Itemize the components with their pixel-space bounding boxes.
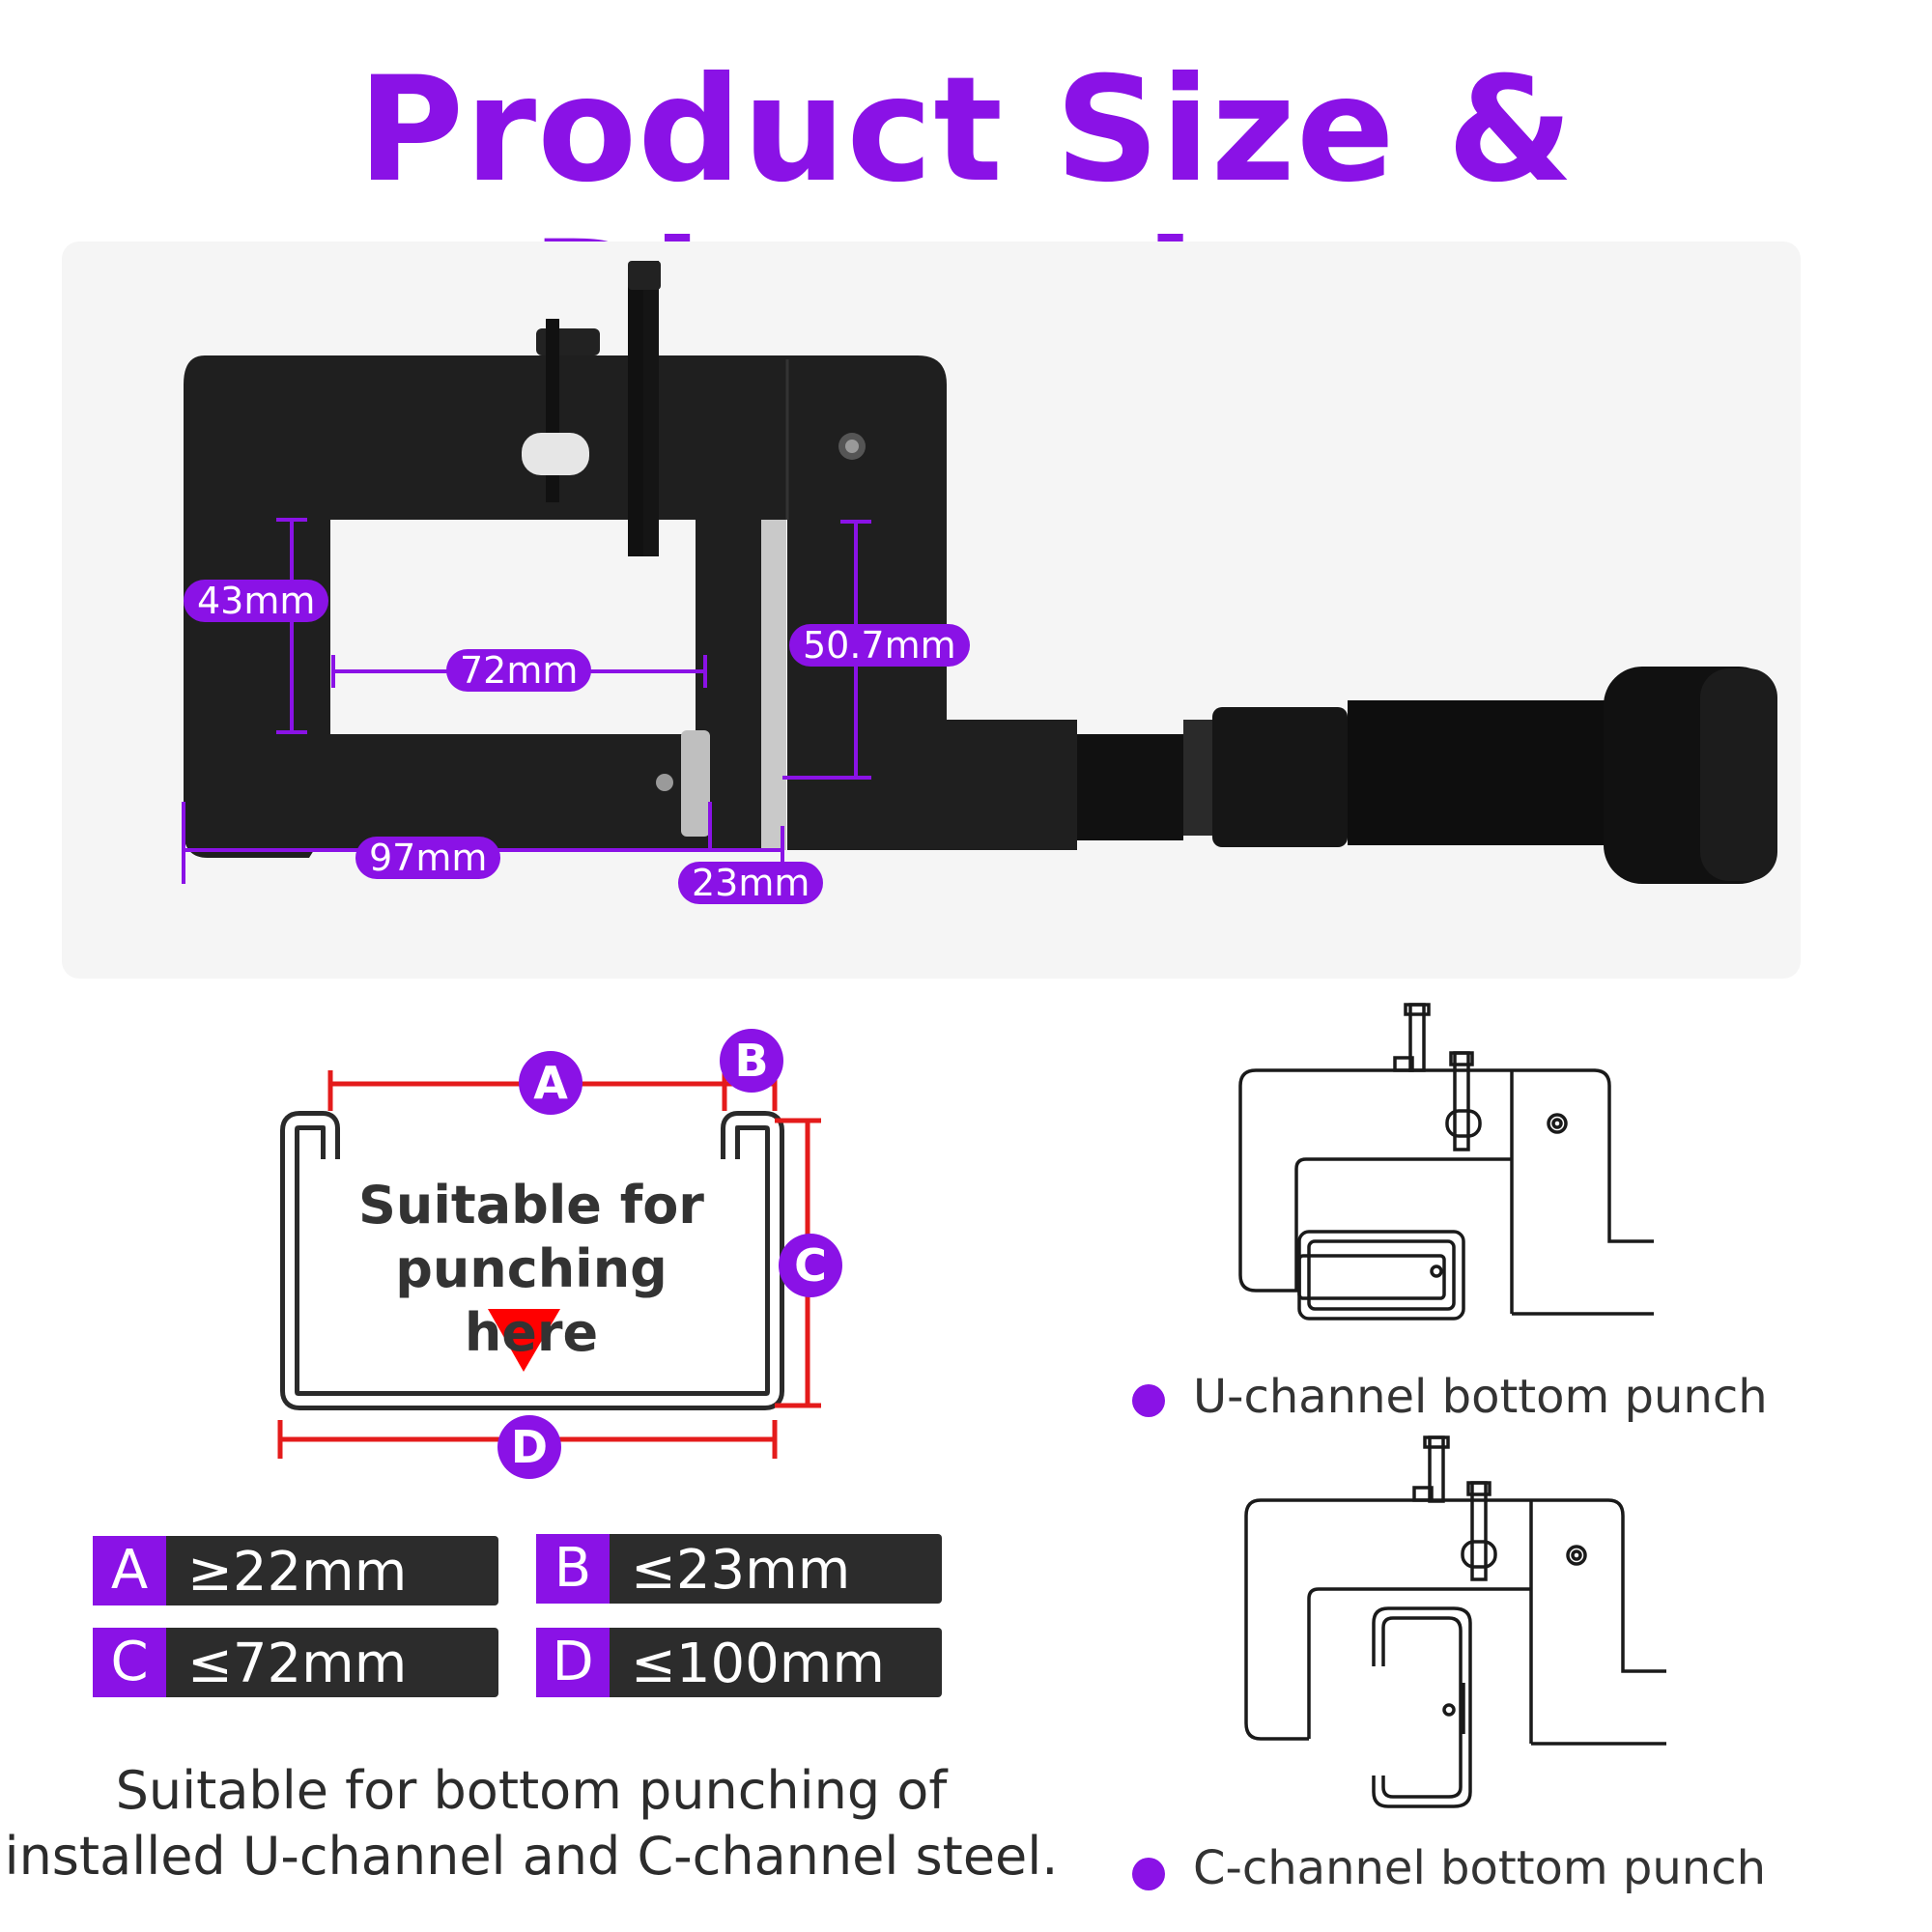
bullet-c-channel — [1132, 1858, 1165, 1890]
punch-area-line1: Suitable for — [358, 1175, 704, 1236]
spec-d-value: ≤100mm — [631, 1633, 885, 1695]
punch-tool-image — [184, 261, 1777, 884]
dim-height-badge: 43mm — [184, 580, 329, 622]
label-c: C — [779, 1234, 842, 1297]
usage-note: Suitable for bottom punching of installe… — [0, 1758, 1063, 1889]
spec-d: D ≤100mm — [536, 1628, 942, 1697]
spec-a-key: A — [93, 1536, 166, 1605]
label-b: B — [720, 1029, 783, 1093]
spec-b-key: B — [536, 1534, 610, 1604]
u-channel-drawing — [1238, 1003, 1654, 1321]
channel-cross-section — [280, 1111, 784, 1410]
dim-gap-badge: 23mm — [678, 862, 824, 904]
caption-c-channel: C-channel bottom punch — [1193, 1841, 1767, 1895]
label-a: A — [519, 1051, 582, 1115]
spec-c-value: ≤72mm — [187, 1633, 408, 1695]
dim-right-height-badge: 50.7mm — [789, 624, 970, 667]
bullet-u-channel — [1132, 1384, 1165, 1417]
punch-area-label: Suitable for punching here — [328, 1174, 734, 1365]
dim-throat-width-badge: 72mm — [446, 649, 592, 692]
punch-area-line2: punching here — [395, 1238, 668, 1363]
c-channel-drawing — [1244, 1435, 1666, 1808]
label-d: D — [497, 1415, 561, 1479]
spec-a-value: ≥22mm — [187, 1541, 408, 1604]
spec-b-value: ≤23mm — [631, 1539, 851, 1602]
usage-note-line2: installed U-channel and C-channel steel. — [4, 1826, 1059, 1887]
dim-total-length-badge: 97mm — [355, 837, 501, 879]
caption-u-channel: U-channel bottom punch — [1193, 1370, 1768, 1424]
spec-a: A ≥22mm — [93, 1536, 498, 1605]
spec-c-key: C — [93, 1628, 166, 1697]
spec-c: C ≤72mm — [93, 1628, 498, 1697]
usage-note-line1: Suitable for bottom punching of — [115, 1760, 948, 1821]
spec-d-key: D — [536, 1628, 610, 1697]
spec-b: B ≤23mm — [536, 1534, 942, 1604]
